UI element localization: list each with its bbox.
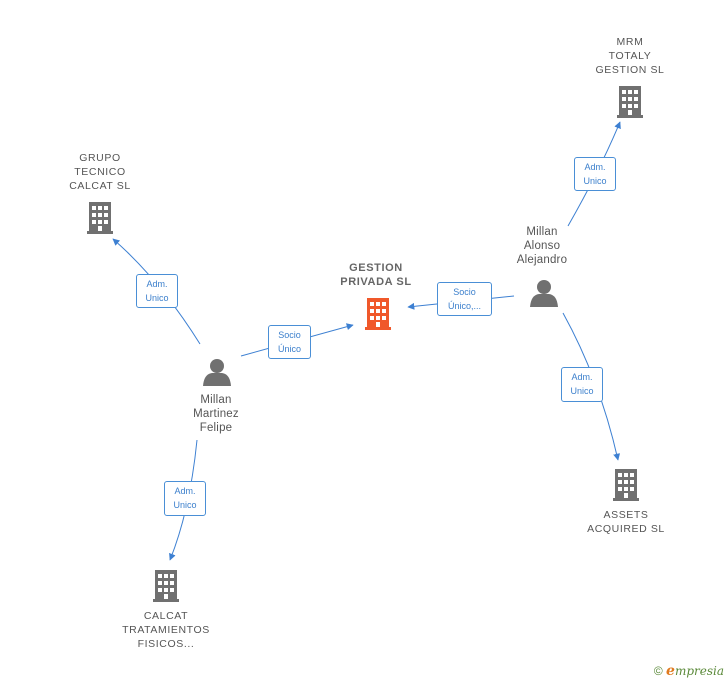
person-label-millan-martinez[interactable]: Millan Martinez Felipe xyxy=(193,394,239,434)
building-icon[interactable] xyxy=(153,570,179,602)
person-label-millan-alonso[interactable]: Millan Alonso Alejandro xyxy=(516,226,568,266)
edge-badge-martinez-to-gestion[interactable]: Socio Único xyxy=(268,325,311,359)
building-icon[interactable] xyxy=(87,202,113,234)
brand-watermark: © empresia xyxy=(654,663,724,679)
copyright-icon: © xyxy=(653,664,663,678)
edge-badge-alonso-to-mrm[interactable]: Adm. Unico xyxy=(574,157,616,191)
building-icon[interactable] xyxy=(613,469,639,501)
edge-badge-martinez-to-grupo[interactable]: Adm. Unico xyxy=(136,274,178,308)
building-icon[interactable] xyxy=(617,86,643,118)
edge-badge-alonso-to-assets[interactable]: Adm. Unico xyxy=(561,367,603,402)
person-icon[interactable] xyxy=(530,280,558,307)
company-label-grupo-tecnico[interactable]: GRUPO TECNICO CALCAT SL xyxy=(69,152,131,192)
person-icon[interactable] xyxy=(203,359,231,386)
edge-badge-alonso-to-gestion[interactable]: Socio Único,... xyxy=(437,282,492,316)
company-label-mrm-totaly[interactable]: MRM TOTALY GESTION SL xyxy=(595,36,665,76)
building-icon-main[interactable] xyxy=(365,298,391,330)
company-label-gestion-privada[interactable]: GESTION PRIVADA SL xyxy=(340,262,412,288)
company-label-assets-acquired[interactable]: ASSETS ACQUIRED SL xyxy=(587,509,665,535)
edge-badge-martinez-to-calcat[interactable]: Adm. Unico xyxy=(164,481,206,516)
company-label-calcat-tratamientos[interactable]: CALCAT TRATAMIENTOS FISICOS... xyxy=(122,610,210,650)
brand-logo: empresia xyxy=(666,663,724,679)
